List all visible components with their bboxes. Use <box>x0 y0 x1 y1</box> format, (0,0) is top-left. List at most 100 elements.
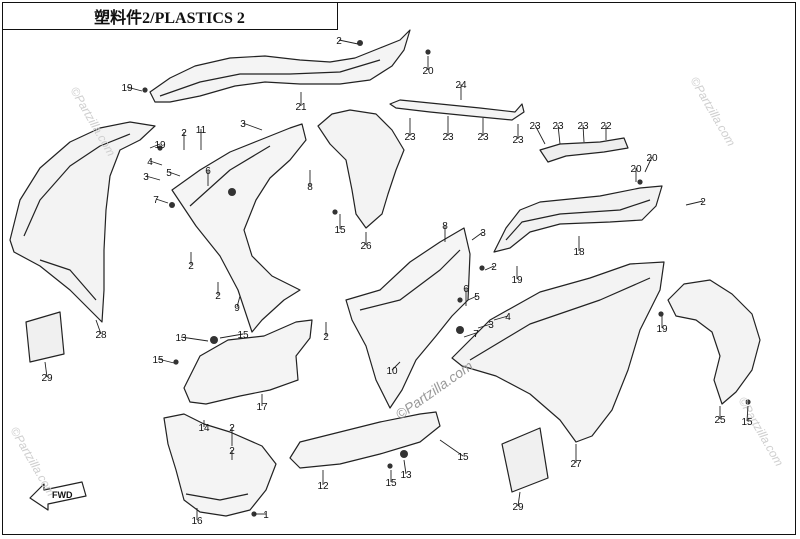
leader-line <box>746 405 749 422</box>
callout-21: 21 <box>295 102 307 113</box>
callout-11: 11 <box>196 125 207 136</box>
callout-3: 3 <box>143 172 149 183</box>
leader-line <box>242 122 263 131</box>
callout-19: 19 <box>511 275 523 286</box>
leader-line <box>149 143 161 149</box>
callout-15: 15 <box>237 330 249 341</box>
callout-15: 15 <box>457 452 469 463</box>
callout-13: 13 <box>400 470 412 481</box>
bolt-icon <box>173 359 179 365</box>
callout-16: 16 <box>191 516 203 527</box>
leader-line <box>157 358 175 364</box>
callout-6: 6 <box>205 166 211 177</box>
leader-line <box>644 156 653 173</box>
callout-12: 12 <box>317 481 329 492</box>
callout-8: 8 <box>442 221 448 232</box>
callout-4: 4 <box>147 157 153 168</box>
callout-15: 15 <box>741 417 753 428</box>
part-28-shape <box>9 121 156 323</box>
callout-23: 23 <box>404 132 416 143</box>
leader-line <box>168 171 181 177</box>
callout-2: 2 <box>229 446 235 457</box>
callout-8: 8 <box>307 182 313 193</box>
callout-19: 19 <box>656 324 668 335</box>
leader-line <box>145 175 161 181</box>
bolt-icon <box>745 399 751 405</box>
callout-20: 20 <box>630 164 642 175</box>
grommet-icon <box>210 336 218 344</box>
callout-1: 1 <box>263 510 269 521</box>
callout-13: 13 <box>175 333 187 344</box>
callout-27: 27 <box>570 459 582 470</box>
callout-25: 25 <box>714 415 726 426</box>
callout-15: 15 <box>385 478 397 489</box>
callout-2: 2 <box>181 128 187 139</box>
clip-icon <box>357 40 363 46</box>
leader-line <box>439 439 464 457</box>
part-16-shape <box>163 413 277 517</box>
callout-9: 9 <box>234 303 240 314</box>
callout-18: 18 <box>573 247 585 258</box>
callout-5: 5 <box>166 168 172 179</box>
callout-3: 3 <box>480 228 486 239</box>
leader-line <box>95 319 102 335</box>
leader-line <box>582 124 585 143</box>
callout-3: 3 <box>240 119 246 130</box>
leader-line <box>477 323 492 329</box>
diagram-title: 塑料件2/PLASTICS 2 <box>2 2 338 30</box>
callout-2: 2 <box>336 36 342 47</box>
callout-23: 23 <box>529 121 541 132</box>
leader-line <box>149 160 163 166</box>
callout-6: 6 <box>463 284 469 295</box>
callout-15: 15 <box>334 225 346 236</box>
clip-icon <box>169 202 175 208</box>
leader-line <box>44 361 48 378</box>
callout-3: 3 <box>488 320 494 331</box>
part-24-shape <box>389 99 525 121</box>
callout-20: 20 <box>422 66 434 77</box>
part-26-shape <box>317 109 405 229</box>
callout-23: 23 <box>552 121 564 132</box>
leader-line <box>484 265 495 271</box>
watermark: ©Partzilla.com <box>7 425 58 499</box>
leader-line <box>463 332 477 338</box>
callout-2: 2 <box>188 261 194 272</box>
part-9-shape <box>171 123 307 333</box>
callout-23: 23 <box>477 132 489 143</box>
callout-20: 20 <box>646 153 658 164</box>
leader-line <box>180 336 209 342</box>
leader-line <box>467 295 478 301</box>
leader-line <box>403 459 407 475</box>
leader-line <box>236 295 241 308</box>
leader-line <box>126 86 143 92</box>
callout-29: 29 <box>41 373 53 384</box>
leader-line <box>685 200 704 206</box>
leader-line <box>534 124 546 145</box>
callout-14: 14 <box>198 423 210 434</box>
callout-5: 5 <box>474 292 480 303</box>
part-25-shape <box>667 279 761 405</box>
callout-15: 15 <box>152 355 164 366</box>
part-10-shape <box>345 227 471 409</box>
watermark: ©Partzilla.com <box>735 395 786 469</box>
fwd-label: FWD <box>52 490 73 500</box>
leader-line <box>391 361 401 371</box>
leader-line <box>219 333 244 339</box>
part-21-shape <box>149 29 411 103</box>
callout-28: 28 <box>95 330 107 341</box>
callout-19: 19 <box>154 140 166 151</box>
callout-23: 23 <box>577 121 589 132</box>
callout-10: 10 <box>386 366 398 377</box>
callout-4: 4 <box>505 312 511 323</box>
leader-line <box>557 124 561 145</box>
bolt-icon <box>387 463 393 469</box>
callout-23: 23 <box>512 135 524 146</box>
bolt-icon <box>457 297 463 303</box>
callout-2: 2 <box>215 291 221 302</box>
watermark: ©Partzilla.com <box>687 75 738 149</box>
grommet-icon <box>228 188 236 196</box>
callout-22: 22 <box>600 121 612 132</box>
